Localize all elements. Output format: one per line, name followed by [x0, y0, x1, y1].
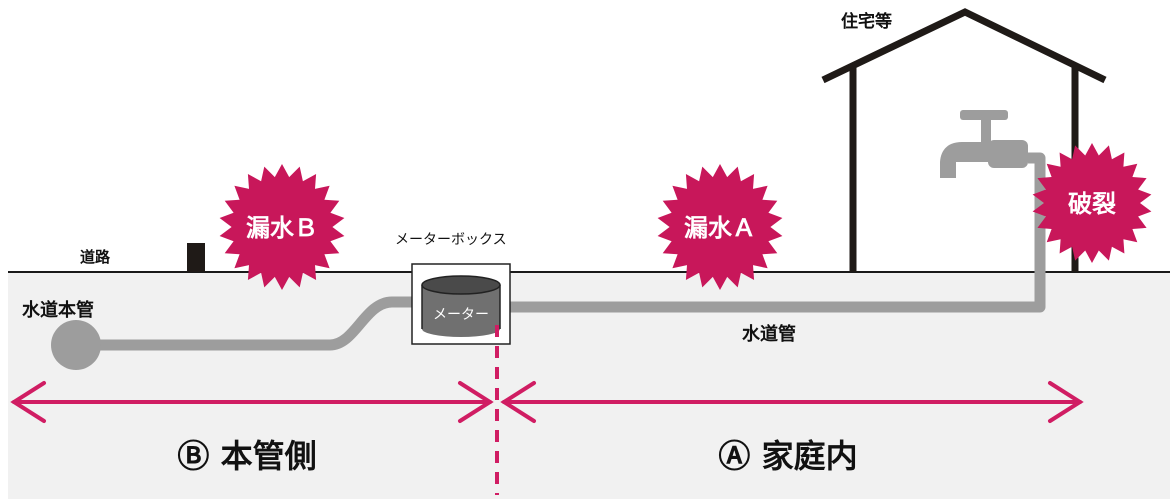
meter-box-label: メーターボックス — [395, 232, 507, 248]
burst-rupture — [1032, 143, 1152, 263]
water-pipe-label: 水道管 — [742, 323, 796, 345]
main-pipe-label: 水道本管 — [22, 299, 94, 321]
leak-a-label: 漏水Ａ — [684, 214, 756, 242]
home-side-arrow — [500, 381, 1084, 423]
house-label: 住宅等 — [841, 11, 892, 32]
water-meter — [421, 275, 501, 337]
main-side-arrow — [10, 381, 494, 423]
burst-leak-a — [657, 164, 783, 290]
main-water-pipe — [72, 296, 418, 351]
faucet-icon — [940, 110, 1028, 178]
road-label: 道路 — [80, 248, 111, 266]
home-side-label: Ⓐ 家庭内 — [718, 437, 857, 475]
house-roof — [821, 8, 1107, 84]
main-side-label: Ⓑ 本管側 — [177, 437, 316, 475]
burst-leak-b — [219, 164, 345, 290]
leak-b-label: 漏水Ｂ — [246, 214, 318, 242]
house-water-pipe — [510, 152, 1046, 313]
road-post — [187, 243, 205, 272]
main-pipe-end — [51, 320, 101, 370]
rupture-label: 破裂 — [1068, 190, 1116, 218]
meter-label: メーター — [433, 307, 489, 323]
